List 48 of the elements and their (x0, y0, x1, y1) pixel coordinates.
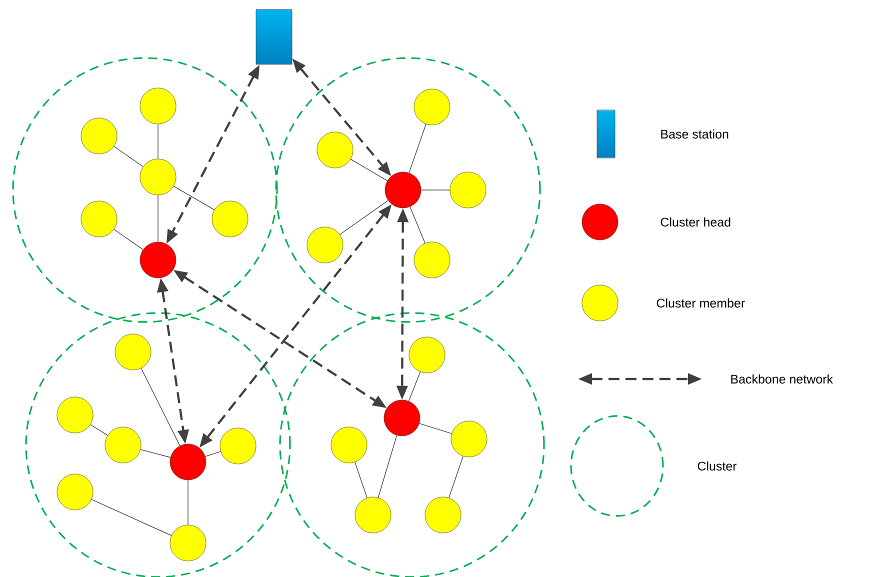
link-line (114, 229, 144, 250)
cluster-member-circle (354, 496, 392, 534)
cluster-member-circle (80, 118, 118, 154)
cluster-member-circle (450, 172, 486, 208)
cluster-member-circle (220, 428, 256, 464)
link-line (419, 423, 452, 434)
legend-label: Cluster (698, 461, 737, 471)
cluster-head-circle (140, 242, 176, 278)
link-line (448, 456, 464, 498)
legend-label: Cluster member (656, 298, 745, 308)
cluster-head-circle (170, 444, 206, 480)
cluster-member-circle (80, 200, 118, 238)
cluster-member-circle (104, 426, 142, 464)
cluster-member-circle (140, 88, 176, 124)
legend-label: Backbone network (731, 374, 834, 384)
link-line (91, 499, 172, 536)
cluster-member-circle (414, 242, 450, 278)
cluster-member-circle (170, 524, 206, 562)
cluster-member-circle (316, 132, 354, 168)
cluster-member-circle (424, 496, 462, 534)
link-line (354, 462, 368, 498)
link-line (408, 372, 421, 402)
cluster-member-circle (414, 88, 450, 126)
link-line (408, 124, 426, 174)
cluster-member-circle (212, 200, 248, 238)
link-line (378, 435, 398, 498)
cluster-member-circle (140, 158, 176, 196)
link-line (140, 449, 171, 458)
legend-label: Base station (661, 129, 728, 139)
cluster-member-circle (450, 420, 488, 458)
cluster-member-circle (114, 334, 152, 370)
cluster-member-circle (330, 426, 368, 464)
cluster-member-circle (306, 226, 344, 264)
cluster-head-circle (384, 400, 420, 436)
link-line (205, 451, 222, 457)
link-line (140, 368, 180, 446)
base-station-box (256, 9, 292, 65)
link-line (340, 200, 388, 235)
link-line (410, 206, 426, 244)
cluster-member-circle (56, 474, 94, 510)
cluster-member-circle (408, 336, 446, 374)
cluster-head-circle (384, 172, 422, 208)
link-line (114, 146, 144, 167)
cluster-member-circle (56, 396, 94, 434)
legend-label: Cluster head (660, 217, 730, 227)
link-line (350, 158, 388, 182)
link-line (173, 186, 215, 210)
link-line (90, 424, 108, 436)
